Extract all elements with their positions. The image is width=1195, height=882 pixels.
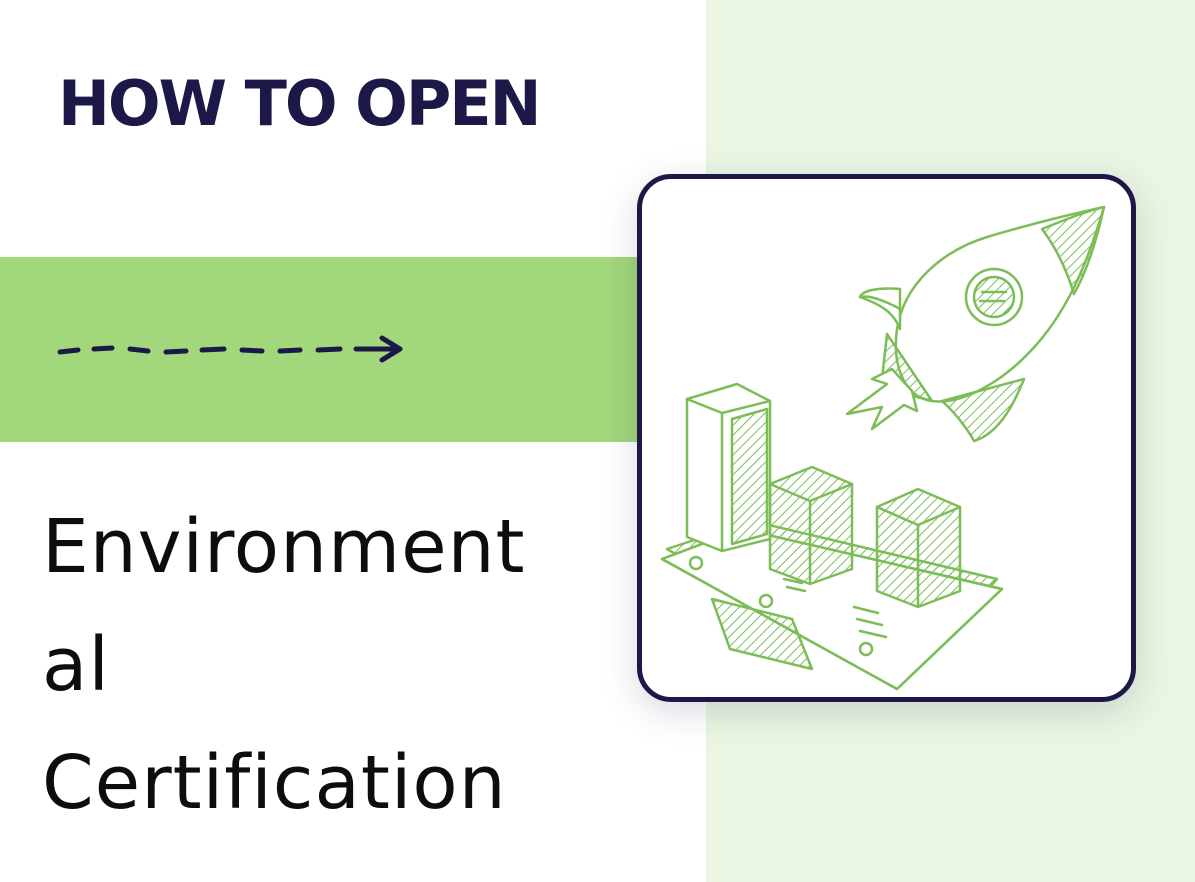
page-title: Environment al Certification [42, 488, 602, 842]
green-band [0, 257, 706, 442]
title-line-3: Certification [42, 740, 507, 826]
heading: HOW TO OPEN [58, 67, 542, 140]
rocket-and-bar-chart-illustration [660, 205, 1106, 691]
dashed-arrow-icon [57, 335, 403, 363]
title-line-2: al [42, 622, 110, 708]
title-line-1: Environment [42, 504, 526, 590]
sketch-strokes [660, 205, 1106, 691]
illustration-card [637, 174, 1136, 702]
